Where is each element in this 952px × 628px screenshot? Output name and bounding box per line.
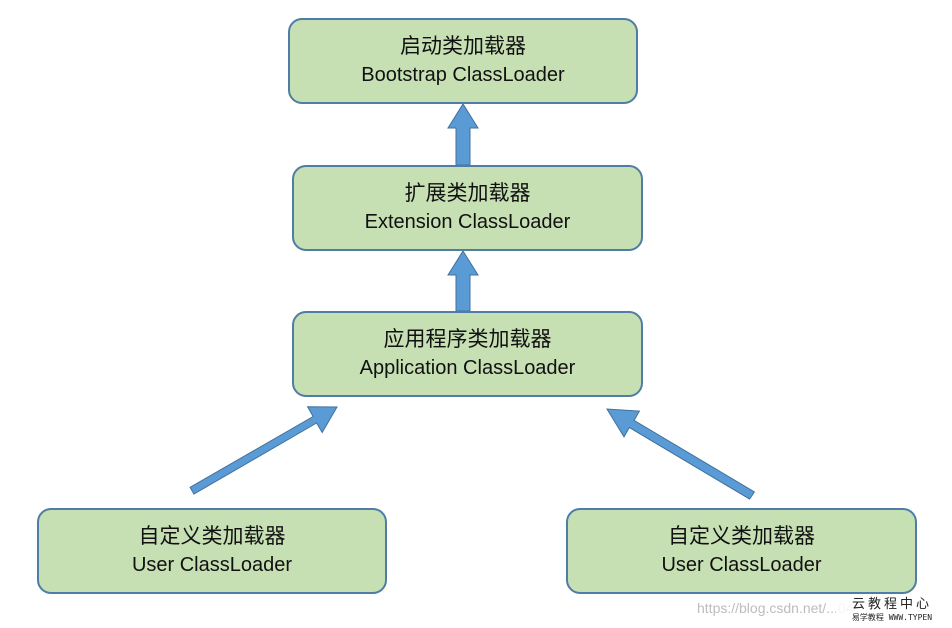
user-right-label-en: User ClassLoader (661, 554, 822, 576)
application-label-en: Application ClassLoader (359, 357, 576, 379)
arrow-user-left-to-application (189, 406, 338, 495)
arrow-application-to-extension (447, 250, 479, 312)
logo-title: 云教程中心 (851, 597, 932, 612)
source-watermark: https://blog.csdn.net/...04 (697, 600, 854, 616)
extension-classloader-node: 扩展类加载器 Extension ClassLoader (292, 165, 643, 251)
user-classloader-node-left: 自定义类加载器 User ClassLoader (37, 508, 387, 594)
user-left-label-en: User ClassLoader (131, 554, 293, 576)
user-right-label-zh: 自定义类加载器 (668, 524, 815, 548)
arrow-extension-to-bootstrap (447, 103, 479, 166)
user-classloader-node-right: 自定义类加载器 User ClassLoader (566, 508, 917, 594)
application-classloader-node: 应用程序类加载器 Application ClassLoader (292, 311, 643, 397)
bootstrap-classloader-node: 启动类加载器 Bootstrap ClassLoader (288, 18, 638, 104)
logo-subtitle: 易学教程 WWW.TYPEN (851, 613, 933, 622)
user-left-label-zh: 自定义类加载器 (138, 524, 286, 548)
extension-label-en: Extension ClassLoader (364, 211, 571, 233)
extension-label-zh: 扩展类加载器 (404, 181, 531, 205)
bootstrap-label-zh: 启动类加载器 (400, 34, 526, 58)
bootstrap-label-en: Bootstrap ClassLoader (361, 64, 565, 86)
site-logo: 云教程中心 易学教程 WWW.TYPEN (836, 597, 948, 623)
arrow-user-right-to-application (606, 408, 756, 500)
application-label-zh: 应用程序类加载器 (383, 327, 552, 351)
